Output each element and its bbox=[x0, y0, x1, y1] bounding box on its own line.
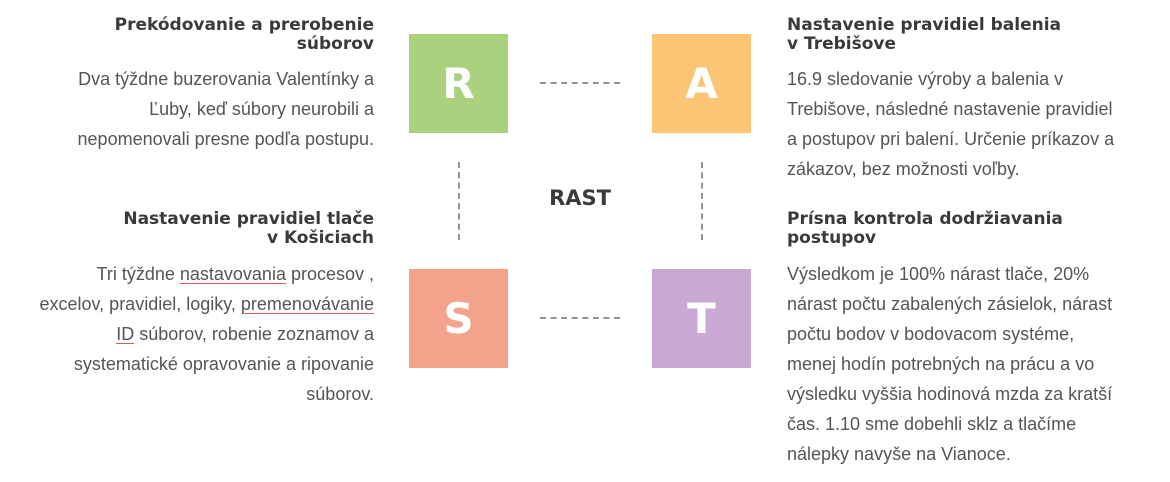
spellcheck-word: ID bbox=[116, 324, 135, 344]
section-a-text-line1: 16.9 sledovanie výroby a balenia v bbox=[787, 69, 1064, 89]
spellcheck-word: premenovávanie bbox=[240, 294, 374, 314]
letter-r: R bbox=[442, 59, 475, 108]
section-a-title: Nastavenie pravidiel balenia v Trebišove bbox=[787, 16, 1061, 54]
section-a-title-line1: Nastavenie pravidiel balenia bbox=[787, 15, 1062, 35]
letter-s: S bbox=[443, 294, 474, 343]
section-t-title-line2: postupov bbox=[787, 228, 877, 248]
section-s-text-line5: súborov. bbox=[306, 384, 374, 404]
letter-a: A bbox=[685, 59, 718, 108]
connector-bottom bbox=[540, 317, 620, 319]
center-label: RAST bbox=[549, 186, 611, 210]
letter-box-t: T bbox=[652, 269, 751, 368]
section-r-text-line1: Dva týždne buzerovania Valentínky a bbox=[78, 69, 374, 89]
connector-left bbox=[458, 162, 460, 240]
letter-box-r: R bbox=[409, 34, 508, 133]
section-s-text-line2: excelov, pravidiel, logiky, premenovávan… bbox=[39, 289, 374, 319]
text-fragment: excelov, pravidiel, logiky, bbox=[39, 294, 241, 314]
section-s-text-line1: Tri týždne nastavovania procesov , bbox=[39, 259, 374, 289]
section-s-title-line1: Nastavenie pravidiel tlače bbox=[123, 209, 374, 229]
section-s-text: Tri týždne nastavovania procesov , excel… bbox=[39, 259, 374, 409]
connector-top bbox=[540, 82, 620, 84]
section-t-text-line2: nárast počtu zabalených zásielok, nárast bbox=[787, 294, 1113, 314]
section-a-text-line3: a postupov pri balení. Určenie príkazov … bbox=[787, 129, 1115, 149]
section-t-text: Výsledkom je 100% nárast tlače, 20% nára… bbox=[787, 259, 1112, 469]
section-t-title-line1: Prísna kontrola dodržiavania bbox=[787, 209, 1063, 229]
section-r-text-line3: nepomenovali presne podľa postupu. bbox=[77, 129, 374, 149]
section-t-text-line5: výsledku vyššia hodinová mzda za kratší bbox=[787, 384, 1113, 404]
section-a-text-line4: zákazov, bez možnosti voľby. bbox=[787, 159, 1020, 179]
letter-box-s: S bbox=[409, 269, 508, 368]
section-t-text-line6: čas. 1.10 sme dobehli sklz a tlačíme bbox=[787, 414, 1077, 434]
section-s-text-line3: ID súborov, robenie zoznamov a bbox=[39, 319, 374, 349]
section-r-title: Prekódovanie a prerobenie súborov bbox=[115, 16, 374, 54]
section-a-text-line2: Trebišove, následné nastavenie pravidiel bbox=[787, 99, 1113, 119]
section-t-text-line7: nálepky navyše na Vianoce. bbox=[787, 444, 1011, 464]
connector-right bbox=[701, 162, 703, 240]
section-t-text-line4: menej hodín potrebných na prácu a vo bbox=[787, 354, 1095, 374]
section-t-text-line3: počtu bodov v bodovacom systéme, bbox=[787, 324, 1075, 344]
section-r-text: Dva týždne buzerovania Valentínky a Ľuby… bbox=[78, 64, 374, 154]
section-r-title-line1: Prekódovanie a prerobenie bbox=[114, 15, 374, 35]
letter-t: T bbox=[687, 294, 716, 343]
section-s-title-line2: v Košiciach bbox=[266, 228, 374, 248]
section-s-text-line4: systematické opravovanie a ripovanie bbox=[73, 354, 374, 374]
text-fragment: Tri týždne bbox=[96, 264, 180, 284]
section-s-title: Nastavenie pravidiel tlače v Košiciach bbox=[123, 210, 374, 248]
section-a-title-line2: v Trebišove bbox=[787, 34, 897, 54]
section-r-text-line2: Ľuby, keď súbory neurobili a bbox=[149, 99, 374, 119]
text-fragment: súborov, robenie zoznamov a bbox=[134, 324, 374, 344]
section-a-text: 16.9 sledovanie výroby a balenia v Trebi… bbox=[787, 64, 1114, 184]
text-fragment: procesov , bbox=[285, 264, 374, 284]
spellcheck-word: nastavovania bbox=[179, 264, 286, 284]
section-t-text-line1: Výsledkom je 100% nárast tlače, 20% bbox=[787, 264, 1090, 284]
section-t-title: Prísna kontrola dodržiavania postupov bbox=[787, 210, 1063, 248]
letter-box-a: A bbox=[652, 34, 751, 133]
section-r-title-line2: súborov bbox=[296, 34, 374, 54]
